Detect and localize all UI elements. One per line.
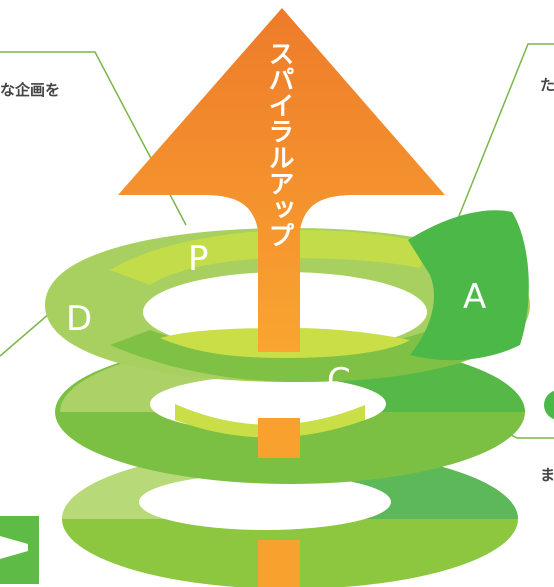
- stage-letter-do: D: [66, 299, 92, 339]
- next-arrow-button[interactable]: [0, 516, 39, 584]
- leader-line-plan: [0, 51, 187, 226]
- leader-line-act: [454, 43, 554, 227]
- act-segment: [408, 210, 529, 361]
- spiral-ring-bottom: [62, 449, 518, 587]
- arrow-label: スパイラルアップ: [264, 40, 294, 248]
- spiral-up-arrow: [118, 8, 445, 352]
- plan-callout-text: な企画を: [0, 81, 60, 99]
- check-callout-marker: [544, 390, 554, 420]
- check-callout-text: ま: [540, 466, 554, 484]
- arrow-shaft-middle-segment: [258, 418, 300, 458]
- stage-letter-act: A: [463, 277, 486, 317]
- act-callout-text: た: [540, 76, 554, 94]
- stage-letter-check: C: [327, 361, 351, 401]
- leader-line-do: [0, 312, 51, 357]
- arrow-shaft-bottom-segment: [258, 540, 300, 587]
- stage-letter-plan: P: [188, 239, 209, 279]
